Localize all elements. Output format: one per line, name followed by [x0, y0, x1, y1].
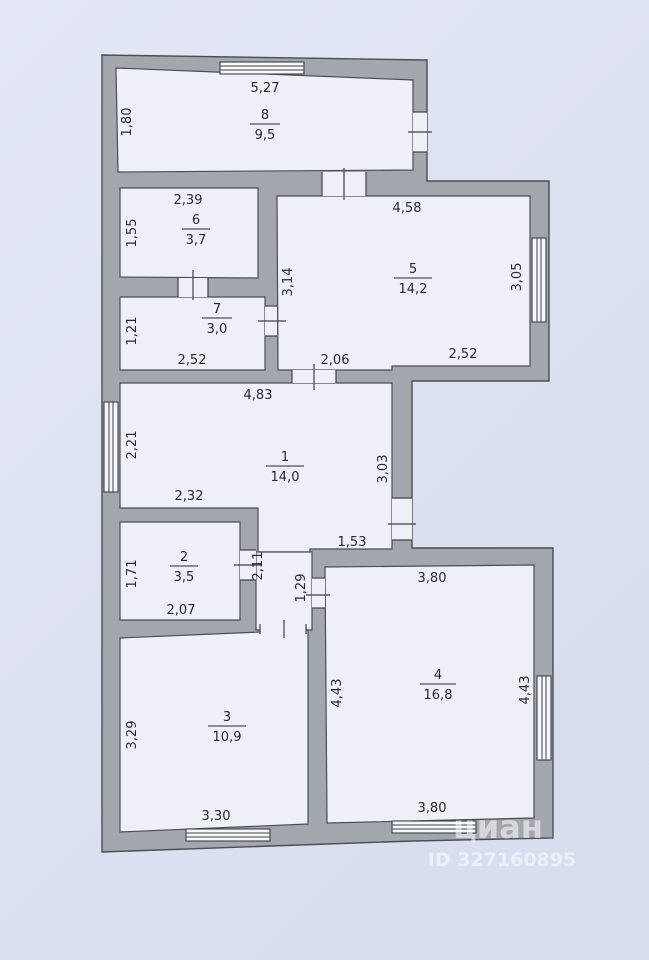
door-room-8-right — [408, 111, 432, 153]
dim-room-1-top: 4,83 — [244, 388, 273, 403]
dim-corridor: 1,29 — [294, 574, 309, 603]
room-3-area: 10,9 — [213, 730, 242, 745]
watermark-id: ID 327160895 — [428, 849, 576, 871]
room-8-floor — [115, 67, 414, 173]
door-room-1-right — [388, 497, 416, 541]
window-room-1-left — [103, 401, 119, 493]
room-2-number: 2 — [180, 550, 188, 565]
dim-room-6-top: 2,39 — [174, 193, 203, 208]
room-8-area: 9,5 — [255, 128, 276, 143]
room-5-floor — [276, 195, 531, 371]
window-room-5-right — [531, 237, 547, 323]
door-room-7-to-5 — [258, 305, 286, 337]
dim-room-2-left: 1,71 — [125, 560, 140, 589]
dim-room-4-left: 4,43 — [330, 679, 345, 708]
dim-room-5-bottom-b: 2,52 — [449, 347, 478, 362]
room-8-number: 8 — [261, 108, 269, 123]
dim-room-7-left: 1,21 — [125, 317, 140, 346]
room-6-number: 6 — [192, 213, 200, 228]
window-room-4-bottom — [391, 820, 477, 834]
dim-room-5-top: 4,58 — [393, 201, 422, 216]
dim-room-4-right: 4,43 — [518, 676, 533, 705]
room-6-floor — [119, 187, 259, 279]
room-7-number: 7 — [213, 302, 221, 317]
dim-room-4-top: 3,80 — [418, 571, 447, 586]
room-4-number: 4 — [434, 668, 442, 683]
dim-room-4-bottom: 3,80 — [418, 801, 447, 816]
dim-room-1-bottom: 2,32 — [175, 489, 204, 504]
dim-room-5-bottom-a: 2,06 — [321, 353, 350, 368]
corridor-floor — [255, 551, 313, 631]
window-top — [219, 61, 305, 75]
dim-room-3-left: 3,29 — [125, 721, 140, 750]
door-room-6-to-7 — [177, 270, 209, 300]
door-room-4 — [306, 577, 330, 609]
door-room-8-to-5 — [321, 168, 367, 200]
dim-room-6-left: 1,55 — [125, 219, 140, 248]
room-5-area: 14,2 — [399, 282, 428, 297]
dim-room-2-right: 2,11 — [251, 552, 266, 581]
door-room-5-to-1 — [291, 364, 337, 390]
dim-room-8-left: 1,80 — [120, 108, 135, 137]
dim-room-3-bottom: 3,30 — [202, 809, 231, 824]
room-2-floor — [119, 521, 241, 621]
room-7-area: 3,0 — [207, 322, 228, 337]
dim-room-1-right: 3,03 — [376, 455, 391, 484]
room-2-area: 3,5 — [174, 570, 195, 585]
room-4-floor — [324, 564, 535, 824]
dim-room-2-bottom: 2,07 — [167, 603, 196, 618]
dim-room-8-top: 5,27 — [251, 81, 280, 96]
dim-room-5-left: 3,14 — [281, 268, 296, 297]
door-room-3 — [259, 620, 307, 638]
room-1-number: 1 — [281, 450, 289, 465]
watermark-brand: циан — [453, 808, 543, 846]
door-room-2 — [234, 549, 262, 581]
room-3-floor — [119, 629, 309, 833]
room-7-floor — [119, 296, 266, 371]
room-6-area: 3,7 — [186, 233, 207, 248]
dim-room-5-right: 3,05 — [510, 263, 525, 292]
window-room-3-bottom — [185, 828, 271, 842]
room-1-area: 14,0 — [271, 470, 300, 485]
dim-room-1-left: 2,21 — [125, 431, 140, 460]
room-5-number: 5 — [409, 262, 417, 277]
room-3-number: 3 — [223, 710, 231, 725]
room-4-area: 16,8 — [424, 688, 453, 703]
dim-room-7-bottom: 2,52 — [178, 353, 207, 368]
window-room-4-right — [536, 675, 552, 761]
dim-room-1-bottom-b: 1,53 — [338, 535, 367, 550]
